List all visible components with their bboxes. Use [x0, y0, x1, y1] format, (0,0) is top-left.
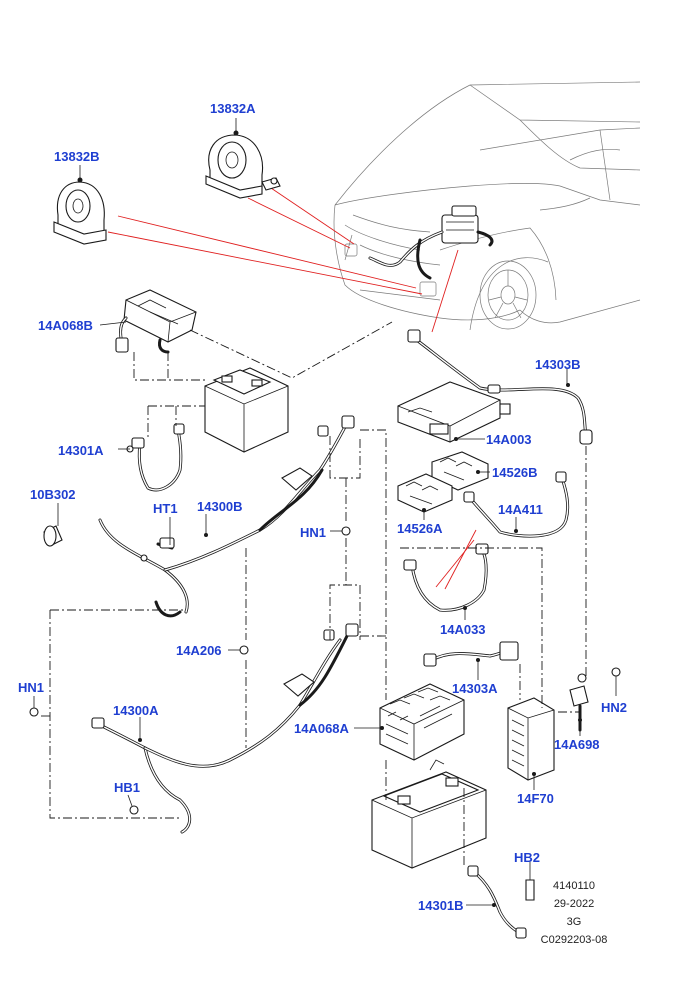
part-label-14A033[interactable]: 14A033: [440, 622, 486, 637]
battery-small-drawing: [204, 367, 289, 453]
reference-number: 4140110: [552, 880, 595, 892]
part-label-14A698[interactable]: 14A698: [554, 737, 600, 752]
fusebox-14A068B-drawing: [115, 289, 197, 354]
part-label-14A068A[interactable]: 14A068A: [294, 721, 349, 736]
module-14A003-drawing: [397, 381, 511, 443]
reference-date: 29-2022: [553, 898, 595, 910]
part-label-14A068B[interactable]: 14A068B: [38, 318, 93, 333]
part-label-HN1-upper[interactable]: HN1: [300, 525, 327, 540]
vehicle-outline: [333, 81, 641, 331]
cable-14303B-drawing: [407, 329, 593, 445]
part-label-14301B[interactable]: 14301B: [418, 898, 464, 913]
part-label-HN1-left[interactable]: HN1: [18, 680, 45, 695]
part-label-HB2[interactable]: HB2: [514, 850, 541, 865]
part-label-14A206[interactable]: 14A206: [176, 643, 222, 658]
fusebox-14A068A-drawing: [379, 683, 465, 761]
tube-14A033-drawing: [403, 543, 489, 612]
part-label-10B302[interactable]: 10B302: [30, 487, 76, 502]
part-label-14303A[interactable]: 14303A: [452, 681, 498, 696]
part-label-14303B[interactable]: 14303B: [535, 357, 581, 372]
relay-14526A-drawing: [397, 473, 453, 513]
part-label-HN2[interactable]: HN2: [601, 700, 628, 715]
sensor-10B302-drawing: [43, 525, 63, 547]
callout-lines: [107, 185, 477, 590]
battery-large-drawing: [371, 759, 487, 869]
part-label-14A003[interactable]: 14A003: [486, 432, 532, 447]
part-label-14301A[interactable]: 14301A: [58, 443, 104, 458]
part-label-13832B[interactable]: 13832B: [54, 149, 100, 164]
part-label-13832A[interactable]: 13832A: [210, 101, 256, 116]
part-label-HB1[interactable]: HB1: [114, 780, 141, 795]
part-label-14526A[interactable]: 14526A: [397, 521, 443, 536]
harness-14300A-drawing: [91, 623, 359, 834]
part-label-14300B[interactable]: 14300B: [197, 499, 243, 514]
fasteners: [29, 445, 351, 815]
part-label-14526B[interactable]: 14526B: [492, 465, 538, 480]
harness-14300B-drawing: [98, 415, 355, 618]
part-label-14300A[interactable]: 14300A: [113, 703, 159, 718]
module-14F70-drawing: [507, 697, 555, 781]
leader-lines: [33, 118, 617, 907]
part-label-14F70[interactable]: 14F70: [517, 791, 554, 806]
cable-14303A-drawing: [423, 641, 519, 667]
horn-13832B-drawing: [53, 177, 107, 245]
tube-14A411-drawing: [463, 471, 570, 538]
underhood-harness: [368, 205, 494, 280]
bracket-14A698-drawing: [569, 667, 621, 732]
reference-code: 3G: [566, 916, 582, 928]
reference-illustration-id: C0292203-08: [540, 934, 608, 946]
cable-14301B-drawing: [467, 865, 535, 939]
horn-13832A-drawing: [205, 130, 281, 199]
part-label-HT1[interactable]: HT1: [153, 501, 178, 516]
part-label-14A411[interactable]: 14A411: [498, 502, 543, 517]
connection-lines: [40, 321, 587, 868]
cable-14301A-drawing: [131, 423, 185, 492]
